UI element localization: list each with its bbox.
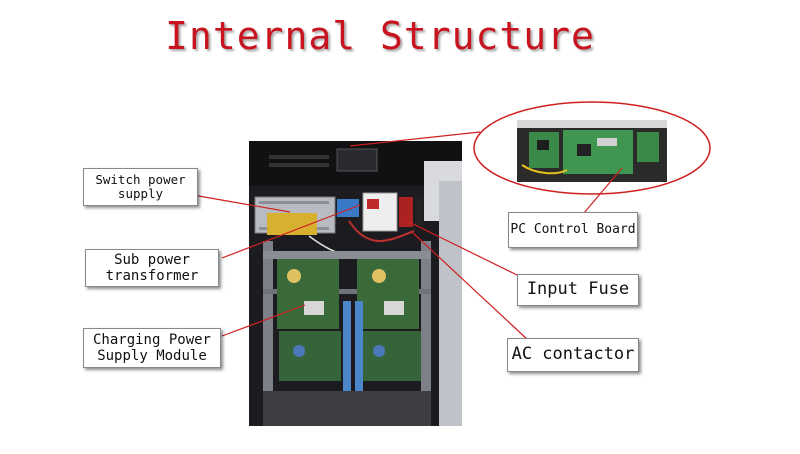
charging-power-supply-module-label: Charging Power Supply Module <box>83 328 221 368</box>
input-fuse-label: Input Fuse <box>517 274 639 306</box>
pc-control-board-text: PC Control Board <box>510 221 636 237</box>
sub-power-transformer-label: Sub power transformer <box>85 249 219 287</box>
charging-power-supply-module-text: Charging Power Supply Module <box>92 331 211 364</box>
ac-contactor-label: AC contactor <box>507 338 639 372</box>
cabinet-photo <box>249 141 462 426</box>
switch-power-supply-text: Switch power supply <box>95 171 186 201</box>
switch-power-supply-label: Switch power supply <box>83 168 198 206</box>
cabinet-illustration <box>249 141 462 426</box>
pc-control-board-photo <box>517 120 667 182</box>
sub-power-transformer-text: Sub power transformer <box>105 251 199 284</box>
control-board-illustration <box>517 120 667 182</box>
ac-contactor-text: AC contactor <box>511 344 635 365</box>
page-title: Internal Structure <box>165 14 595 58</box>
input-fuse-text: Input Fuse <box>526 279 630 300</box>
pc-control-board-label: PC Control Board <box>508 212 638 248</box>
